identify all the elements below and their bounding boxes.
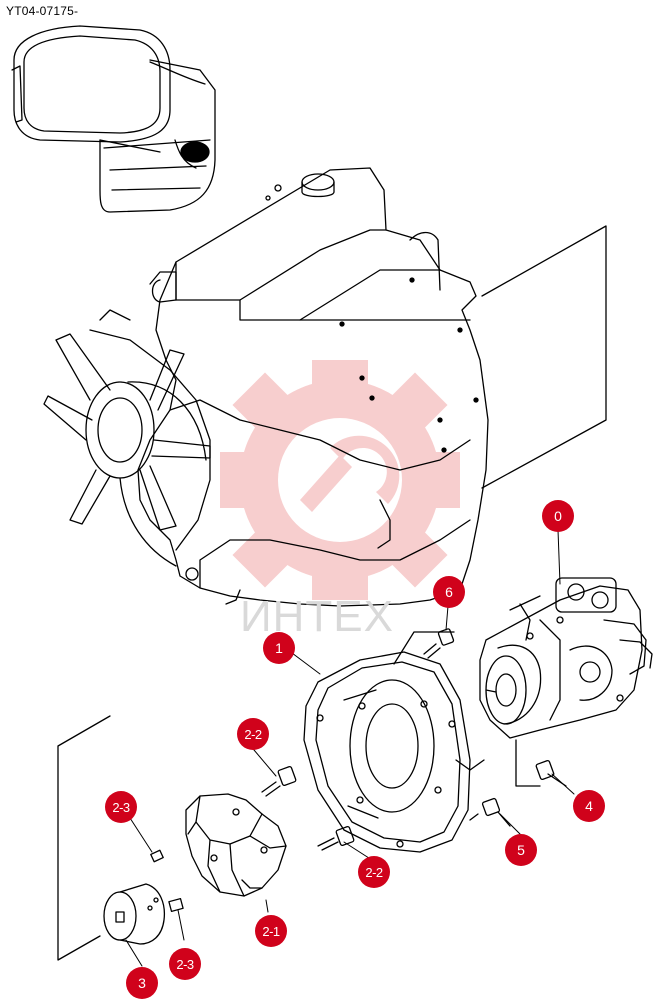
flywheel-housing-illustration <box>303 631 485 853</box>
callout-5[interactable]: 5 <box>505 834 537 866</box>
callout-6[interactable]: 6 <box>433 576 465 608</box>
bolt-2-2-top-illustration <box>261 766 297 797</box>
engine-illustration <box>43 167 489 607</box>
callout-2-1[interactable]: 2-1 <box>255 915 287 947</box>
watermark-text: ИНТЕХ <box>240 592 394 641</box>
set-screw-left-illustration <box>150 849 164 863</box>
callout-3[interactable]: 3 <box>126 967 158 999</box>
callout-2-2-top[interactable]: 2-2 <box>237 718 269 750</box>
callout-2-3-left[interactable]: 2-3 <box>105 791 137 823</box>
coupling-illustration <box>185 793 287 897</box>
dimension-frame-left <box>57 715 111 961</box>
callout-0[interactable]: 0 <box>542 500 574 532</box>
bolt-2-2-bottom-illustration <box>317 826 355 851</box>
callout-4[interactable]: 4 <box>573 790 605 822</box>
bolt-6-illustration <box>423 628 455 659</box>
watermark-gear-icon <box>220 360 460 600</box>
dimension-frame-right <box>481 225 607 489</box>
callout-2-2-bottom[interactable]: 2-2 <box>358 856 390 888</box>
callout-1[interactable]: 1 <box>263 632 295 664</box>
hub-illustration <box>103 883 166 945</box>
set-screw-bottom-illustration <box>168 897 184 913</box>
bolt-5-illustration <box>469 797 511 827</box>
document-code: YT04-07175- <box>6 4 79 18</box>
engine-cover-illustration <box>11 25 216 213</box>
callout-2-3-bottom[interactable]: 2-3 <box>169 948 201 980</box>
hydraulic-pump-illustration <box>479 577 653 787</box>
